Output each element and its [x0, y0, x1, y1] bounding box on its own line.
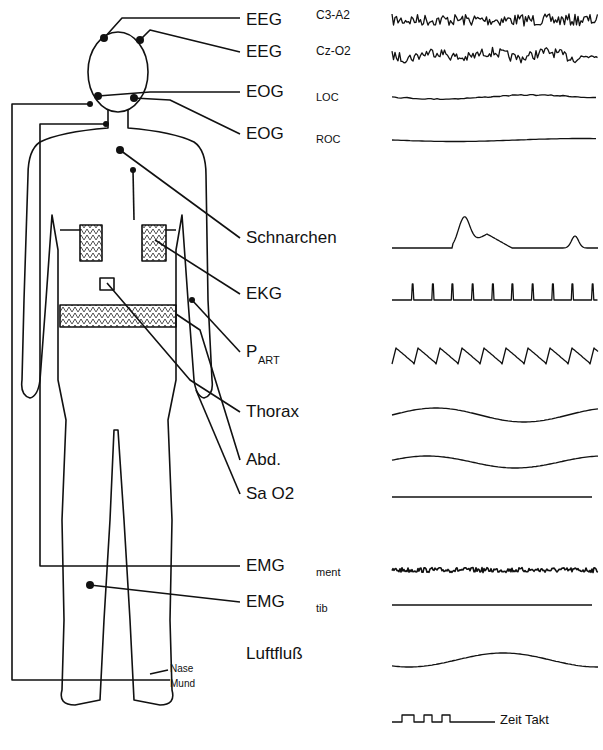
signal-trace — [392, 348, 598, 364]
sensor-name: Mund — [170, 678, 195, 689]
lead-name: ROC — [316, 133, 340, 145]
signal-name: Luftfluß — [246, 645, 303, 664]
signal-trace — [392, 715, 495, 722]
lead-name: LOC — [316, 91, 339, 103]
time-marker-label: Zeit Takt — [500, 713, 549, 727]
signal-name: Schnarchen — [246, 229, 337, 248]
signal-trace — [392, 14, 598, 26]
signal-trace — [392, 604, 592, 605]
signal-name: Abd. — [246, 451, 281, 470]
signal-name: EOG — [246, 125, 284, 144]
signal-trace — [392, 456, 598, 468]
signal-trace — [392, 496, 592, 497]
signal-subscript: ART — [258, 354, 280, 366]
signal-name: EMG — [246, 557, 285, 576]
signal-name: Thorax — [246, 403, 299, 422]
signal-name: EEG — [246, 11, 282, 30]
signal-trace — [392, 47, 598, 63]
signal-name: Sa O2 — [246, 485, 294, 504]
signal-trace — [392, 95, 596, 100]
signal-name: P — [246, 343, 257, 362]
lead-name: Cz-O2 — [316, 45, 351, 58]
signal-trace — [392, 139, 596, 142]
signal-trace — [392, 284, 598, 300]
signal-trace — [392, 217, 598, 248]
signal-name: EKG — [246, 285, 282, 304]
signal-trace — [392, 653, 598, 667]
lead-name: tib — [316, 602, 328, 614]
signal-name: EMG — [246, 593, 285, 612]
lead-name: C3-A2 — [316, 9, 350, 22]
signal-name: EOG — [246, 83, 284, 102]
lead-name: ment — [316, 566, 340, 578]
signal-trace — [392, 568, 598, 573]
signal-name: EEG — [246, 43, 282, 62]
sensor-name: Nase — [170, 663, 193, 674]
signal-trace — [392, 408, 598, 422]
